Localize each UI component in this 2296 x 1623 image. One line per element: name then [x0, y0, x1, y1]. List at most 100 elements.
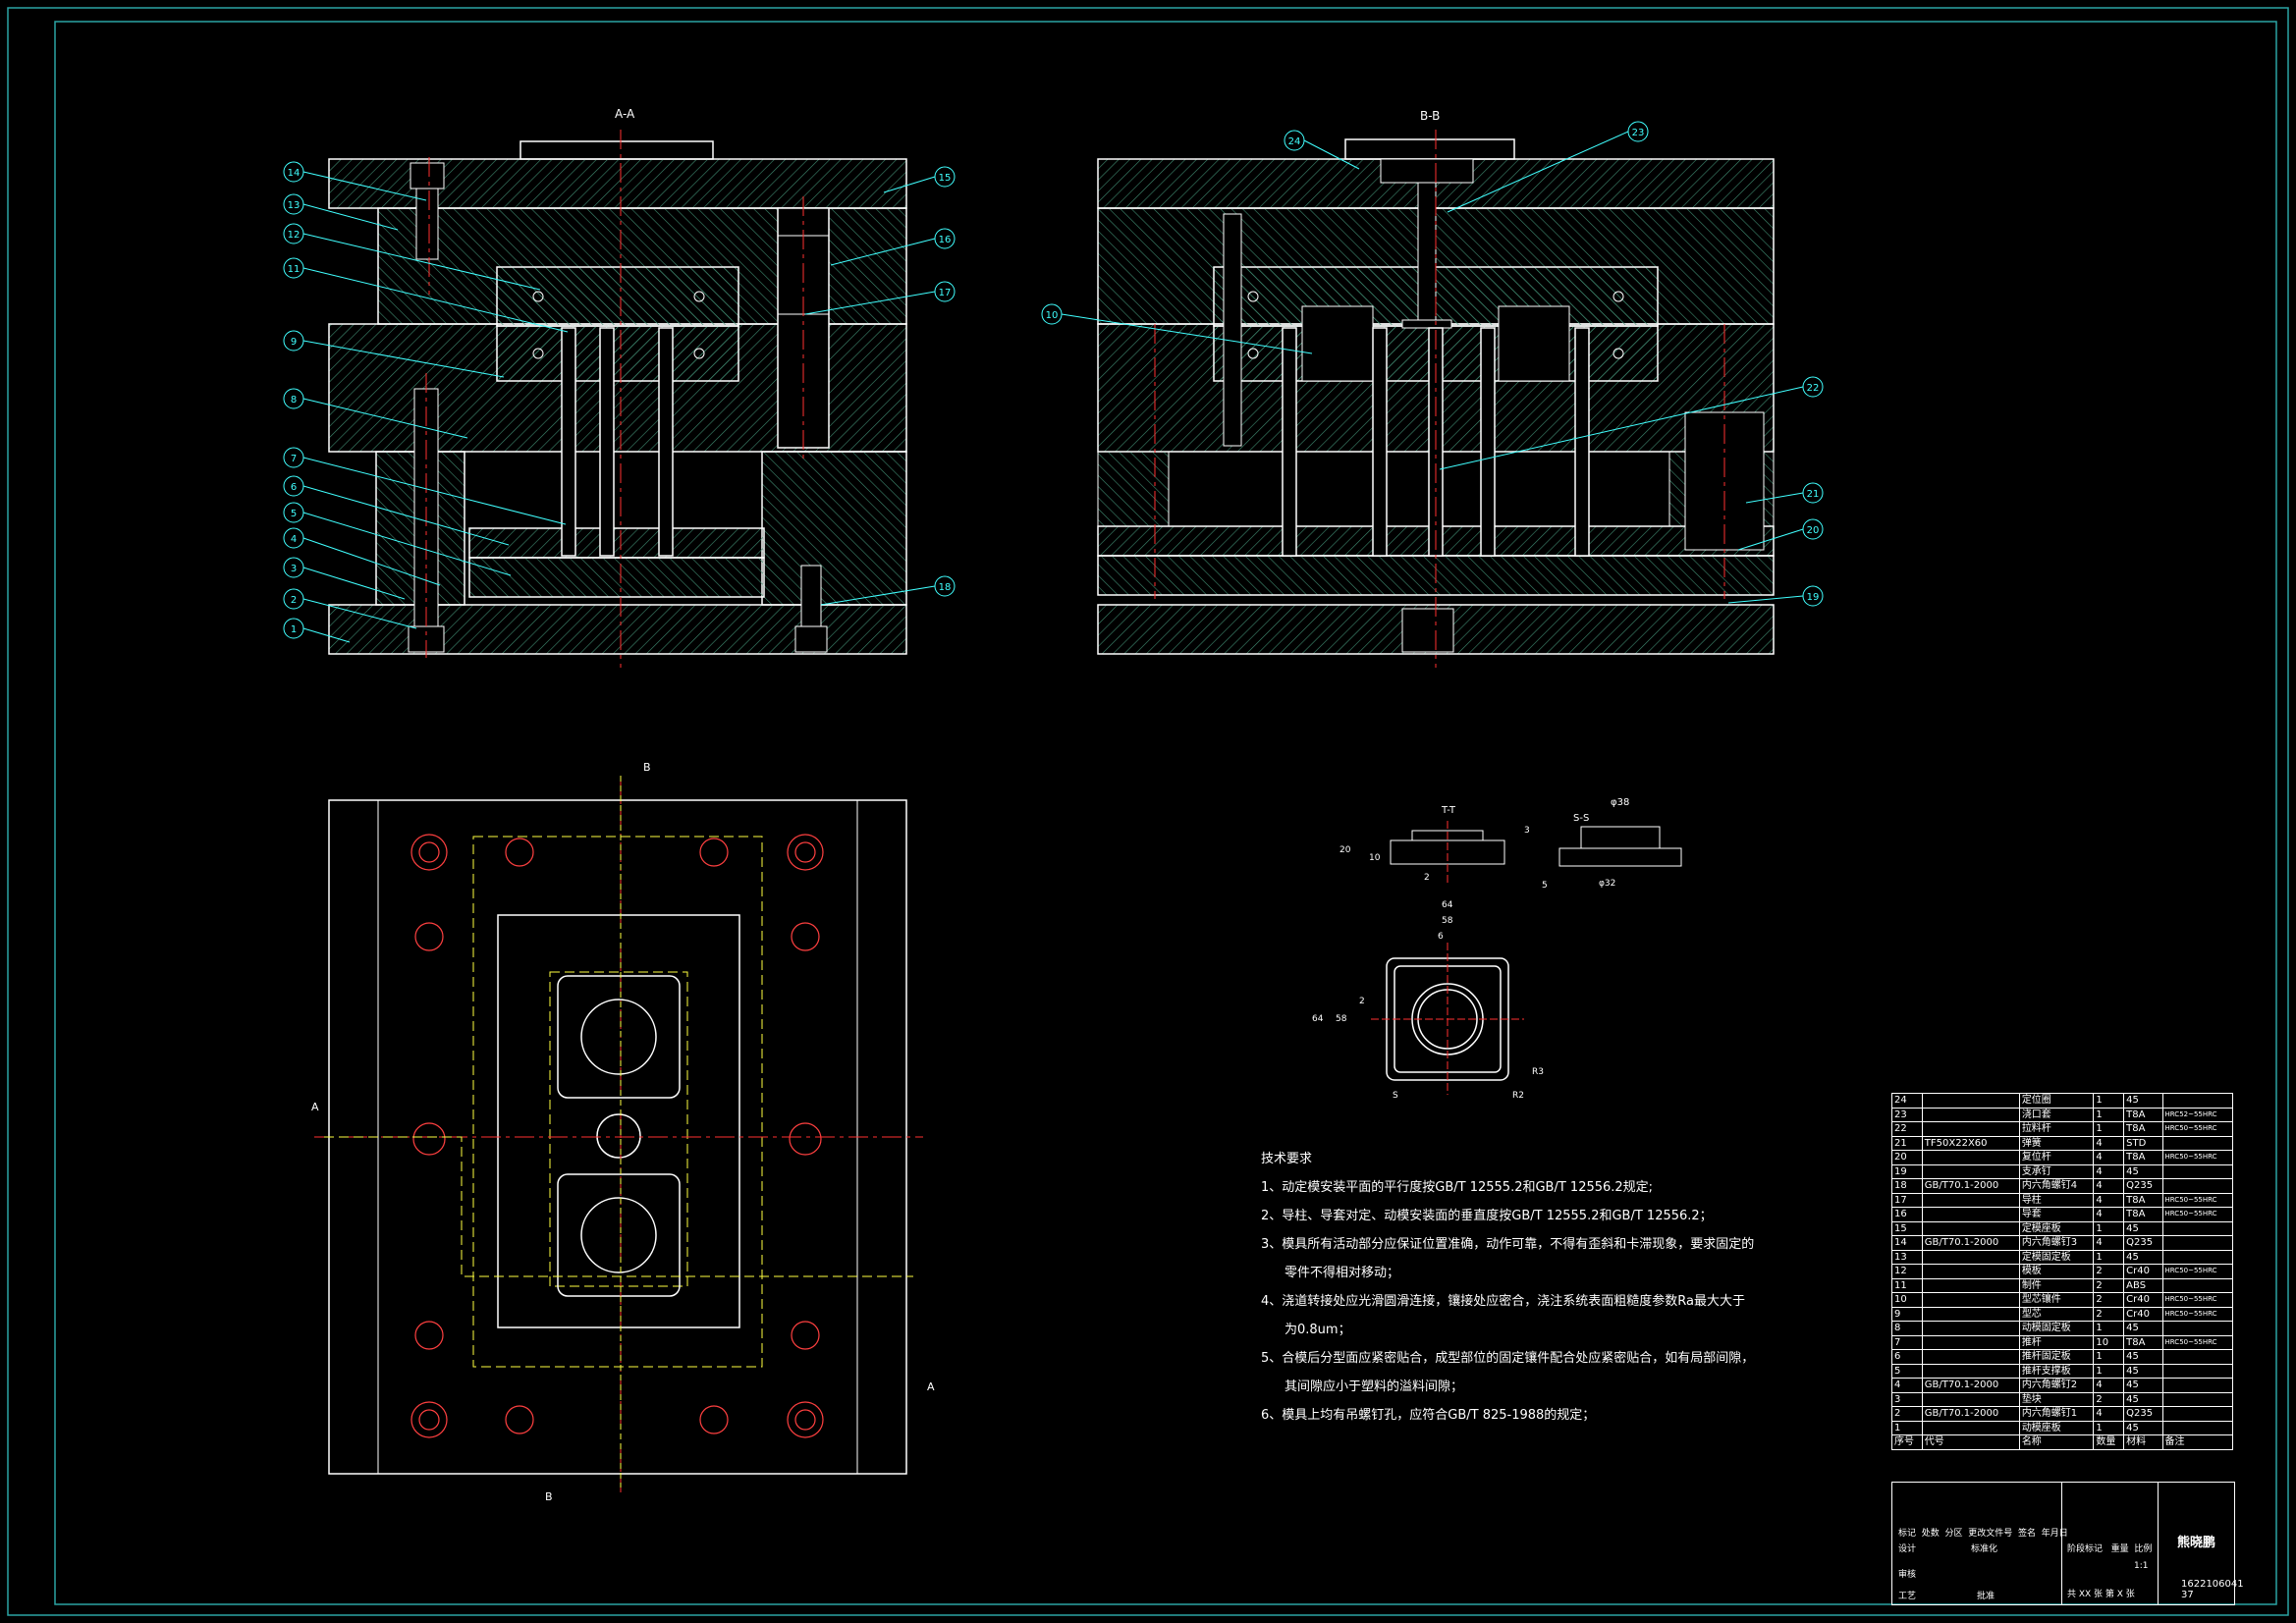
- bom-cell-mat: 45: [2123, 1249, 2163, 1265]
- svg-text:2: 2: [1424, 873, 1430, 883]
- svg-text:12: 12: [288, 230, 301, 241]
- bom-cell-qty: 2: [2093, 1391, 2125, 1407]
- balloon-23: 23: [1627, 121, 1649, 142]
- bom-header-row: 序号 代号 名称 数量 材料 备注: [1891, 1434, 2234, 1450]
- bom-cell-name: 动模座板: [2018, 1420, 2095, 1435]
- bom-cell-std: [1921, 1420, 2020, 1435]
- balloon-19: 19: [1802, 585, 1824, 607]
- bom-cell-qty: 1: [2093, 1107, 2125, 1122]
- svg-text:23: 23: [1632, 128, 1645, 138]
- bom-cell-name: 推杆支撑板: [2018, 1363, 2095, 1379]
- bom-cell-note: [2161, 1249, 2234, 1265]
- section-bb-title: B-B: [1420, 109, 1440, 123]
- bom-cell-no: 19: [1891, 1163, 1923, 1179]
- bom-cell-no: 3: [1891, 1391, 1923, 1407]
- svg-text:4: 4: [291, 534, 297, 545]
- bom-cell-note: [2161, 1378, 2234, 1393]
- bom-cell-qty: 1: [2093, 1363, 2125, 1379]
- svg-text:3: 3: [291, 564, 297, 574]
- bom-cell-std: [1921, 1192, 2020, 1208]
- svg-text:10: 10: [1046, 310, 1059, 321]
- bom-cell-mat: Cr40: [2123, 1292, 2163, 1308]
- bom-cell-std: GB/T70.1-2000: [1921, 1406, 2020, 1422]
- bom-cell-name: 导柱: [2018, 1192, 2095, 1208]
- bom-cell-std: [1921, 1349, 2020, 1365]
- bom-cell-qty: 4: [2093, 1192, 2125, 1208]
- bom-cell-qty: 2: [2093, 1292, 2125, 1308]
- svg-text:6: 6: [1438, 932, 1444, 942]
- bom-cell-note: HRC50~55HRC: [2161, 1192, 2234, 1208]
- technical-requirements: 技术要求 1、动定模安装平面的平行度按GB/T 12555.2和GB/T 125…: [1261, 1145, 1811, 1430]
- svg-text:R2: R2: [1512, 1091, 1524, 1101]
- bom-cell-qty: 4: [2093, 1150, 2125, 1165]
- bom-cell-std: [1921, 1363, 2020, 1379]
- bom-cell-no: 22: [1891, 1121, 1923, 1137]
- bom-cell-name: 推杆: [2018, 1334, 2095, 1350]
- bom-cell-no: 14: [1891, 1235, 1923, 1251]
- bom-cell-mat: STD: [2123, 1135, 2163, 1151]
- svg-text:8: 8: [291, 395, 297, 406]
- balloon-3: 3: [283, 557, 304, 578]
- bom-cell-mat: ABS: [2123, 1277, 2163, 1293]
- bom-cell-no: 9: [1891, 1306, 1923, 1322]
- bom-cell-name: 推杆固定板: [2018, 1349, 2095, 1365]
- bom-cell-std: GB/T70.1-2000: [1921, 1378, 2020, 1393]
- balloon-16: 16: [934, 228, 956, 249]
- balloon-22: 22: [1802, 376, 1824, 398]
- bom-cell-mat: T8A: [2123, 1192, 2163, 1208]
- balloon-13: 13: [283, 193, 304, 215]
- svg-text:64: 64: [1312, 1014, 1324, 1024]
- bom-cell-std: [1921, 1093, 2020, 1109]
- bom-cell-mat: 45: [2123, 1093, 2163, 1109]
- bom-cell-std: [1921, 1121, 2020, 1137]
- bom-cell-qty: 4: [2093, 1207, 2125, 1222]
- bom-cell-std: [1921, 1150, 2020, 1165]
- svg-text:24: 24: [1288, 136, 1301, 147]
- balloon-18: 18: [934, 575, 956, 597]
- bom-cell-no: 24: [1891, 1093, 1923, 1109]
- balloon-24: 24: [1284, 130, 1305, 151]
- balloon-17: 17: [934, 281, 956, 302]
- bom-cell-qty: 1: [2093, 1093, 2125, 1109]
- svg-text:6: 6: [291, 482, 297, 493]
- product-name: 熊晓鹏: [2177, 1536, 2216, 1550]
- bom-cell-note: [2161, 1163, 2234, 1179]
- svg-text:18: 18: [939, 582, 952, 593]
- bom-cell-std: [1921, 1264, 2020, 1279]
- svg-text:2: 2: [1359, 997, 1365, 1006]
- section-aa-view: A-A: [283, 107, 956, 668]
- requirement-5-cont: 其间隙应小于塑料的溢料间隙；: [1285, 1380, 1464, 1394]
- bom-cell-note: HRC50~55HRC: [2161, 1150, 2234, 1165]
- svg-text:64: 64: [1442, 900, 1453, 910]
- section-bb-view: B-B: [1041, 109, 1824, 668]
- bom-cell-std: [1921, 1163, 2020, 1179]
- bom-cell-name: 支承钉: [2018, 1163, 2095, 1179]
- svg-text:17: 17: [939, 288, 952, 298]
- balloon-7: 7: [283, 447, 304, 468]
- detail-ss-title: S-S: [1573, 813, 1589, 824]
- bom-cell-qty: 1: [2093, 1121, 2125, 1137]
- bom-cell-note: HRC52~55HRC: [2161, 1107, 2234, 1122]
- bom-cell-std: [1921, 1220, 2020, 1236]
- bom-cell-note: [2161, 1391, 2234, 1407]
- bom-cell-std: GB/T70.1-2000: [1921, 1235, 2020, 1251]
- title-block: 标记 处数 分区 更改文件号 签名 年月日 设计 标准化 审核 工艺 批准 阶段…: [1891, 1482, 2244, 1605]
- svg-text:21: 21: [1807, 489, 1820, 500]
- requirements-heading: 技术要求: [1261, 1152, 1313, 1166]
- bom-cell-name: 定模固定板: [2018, 1249, 2095, 1265]
- cut-a-left: A: [311, 1101, 319, 1113]
- bom-cell-no: 2: [1891, 1406, 1923, 1422]
- requirement-3: 3、模具所有活动部分应保证位置准确，动作可靠，不得有歪斜和卡滞现象，要求固定的: [1261, 1237, 1755, 1252]
- bom-cell-no: 8: [1891, 1321, 1923, 1336]
- bom-cell-qty: 2: [2093, 1306, 2125, 1322]
